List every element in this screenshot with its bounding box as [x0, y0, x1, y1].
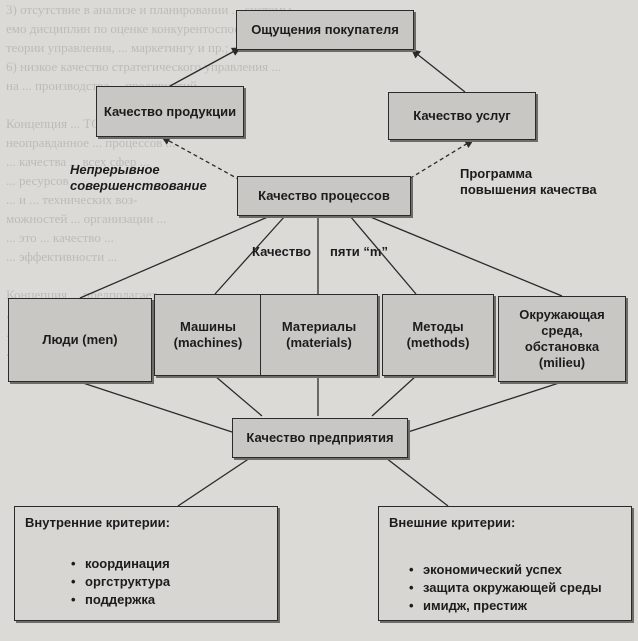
line-process-to-machines	[214, 215, 286, 295]
node-milieu-line3: обстановка	[524, 339, 600, 354]
label-continuous-improvement-line2: совершенствование	[70, 178, 207, 193]
node-milieu: Окружающая среда, обстановка (milieu)	[498, 296, 626, 382]
arrow-product-to-top	[169, 47, 241, 87]
list-item: •оргструктура	[71, 574, 171, 589]
line-enterprise-to-external	[385, 457, 449, 507]
node-machines-label: Машины (machines)	[174, 319, 243, 351]
node-methods-line2: (methods)	[406, 335, 470, 350]
node-materials-line1: Материалы	[281, 319, 357, 334]
node-product-quality: Качество продукции	[96, 86, 244, 137]
node-milieu-line4: (milieu)	[538, 355, 586, 370]
label-five-m: пяти “m”	[330, 244, 388, 259]
node-process-quality: Качество процессов	[237, 176, 411, 216]
node-milieu-line2: среда,	[541, 323, 583, 338]
node-machines-line2: (machines)	[173, 335, 243, 350]
node-methods: Методы (methods)	[382, 294, 494, 376]
node-service-quality-label: Качество услуг	[413, 108, 511, 123]
node-people-label: Люди (men)	[42, 332, 117, 348]
internal-criteria-item: оргструктура	[85, 574, 171, 589]
node-methods-label: Методы (methods)	[407, 319, 470, 351]
label-five-m-quality: Качество	[252, 244, 311, 259]
list-item: •защита окружающей среды	[409, 580, 602, 595]
line-machines-to-enterprise	[214, 375, 263, 417]
node-machines: Машины (machines)	[154, 294, 262, 376]
external-criteria-title: Внешние критерии:	[389, 515, 516, 530]
internal-criteria-item: поддержка	[85, 592, 156, 607]
line-process-to-methods	[349, 215, 417, 295]
list-item: •координация	[71, 556, 170, 571]
node-milieu-line1: Окружающая	[519, 307, 605, 322]
arrow-process-to-product	[161, 136, 241, 181]
node-milieu-label: Окружающая среда, обстановка (milieu)	[519, 307, 604, 371]
line-milieu-to-enterprise	[407, 381, 563, 433]
external-criteria-item: имидж, престиж	[423, 598, 527, 613]
node-product-quality-label: Качество продукции	[103, 103, 237, 119]
internal-criteria-title: Внутренние критерии:	[25, 515, 170, 530]
node-materials-line2: (materials)	[286, 335, 352, 350]
line-enterprise-to-internal	[177, 457, 251, 507]
node-process-quality-label: Качество процессов	[258, 188, 390, 203]
line-people-to-enterprise	[79, 381, 233, 433]
label-quality-program-line1: Программа	[460, 166, 533, 181]
label-continuous-improvement: Непрерывное совершенствование	[70, 162, 207, 194]
node-materials-label: Материалы (materials)	[282, 319, 356, 351]
label-quality-program: Программа повышения качества	[460, 166, 597, 198]
node-people: Люди (men)	[8, 298, 152, 382]
external-criteria-item: экономический успех	[423, 562, 562, 577]
node-enterprise-quality-label: Качество предприятия	[246, 430, 394, 445]
node-enterprise-quality: Качество предприятия	[232, 418, 408, 458]
node-machines-line1: Машины	[179, 319, 236, 334]
arrow-service-to-top	[411, 49, 466, 93]
list-item: •имидж, престиж	[409, 598, 527, 613]
external-criteria-list: •экономический успех •защита окружающей …	[409, 561, 602, 615]
external-criteria-item: защита окружающей среды	[423, 580, 602, 595]
internal-criteria-box: Внутренние критерии: •координация •оргст…	[14, 506, 278, 621]
node-customer-perception: Ощущения покупателя	[236, 10, 414, 50]
list-item: •экономический успех	[409, 562, 562, 577]
internal-criteria-item: координация	[85, 556, 170, 571]
internal-criteria-list: •координация •оргструктура •поддержка	[71, 555, 170, 609]
node-people-line1: Люди (men)	[42, 332, 118, 347]
node-service-quality: Качество услуг	[388, 92, 536, 140]
label-quality-program-line2: повышения качества	[460, 182, 597, 197]
label-continuous-improvement-line1: Непрерывное	[70, 162, 160, 177]
line-methods-to-enterprise	[371, 375, 417, 417]
line-process-to-people	[79, 215, 271, 299]
node-customer-perception-label: Ощущения покупателя	[251, 22, 399, 37]
node-methods-line1: Методы	[412, 319, 464, 334]
node-materials: Материалы (materials)	[260, 294, 378, 376]
external-criteria-box: Внешние критерии: •экономический успех •…	[378, 506, 632, 621]
list-item: •поддержка	[71, 592, 156, 607]
line-process-to-milieu	[367, 215, 563, 297]
